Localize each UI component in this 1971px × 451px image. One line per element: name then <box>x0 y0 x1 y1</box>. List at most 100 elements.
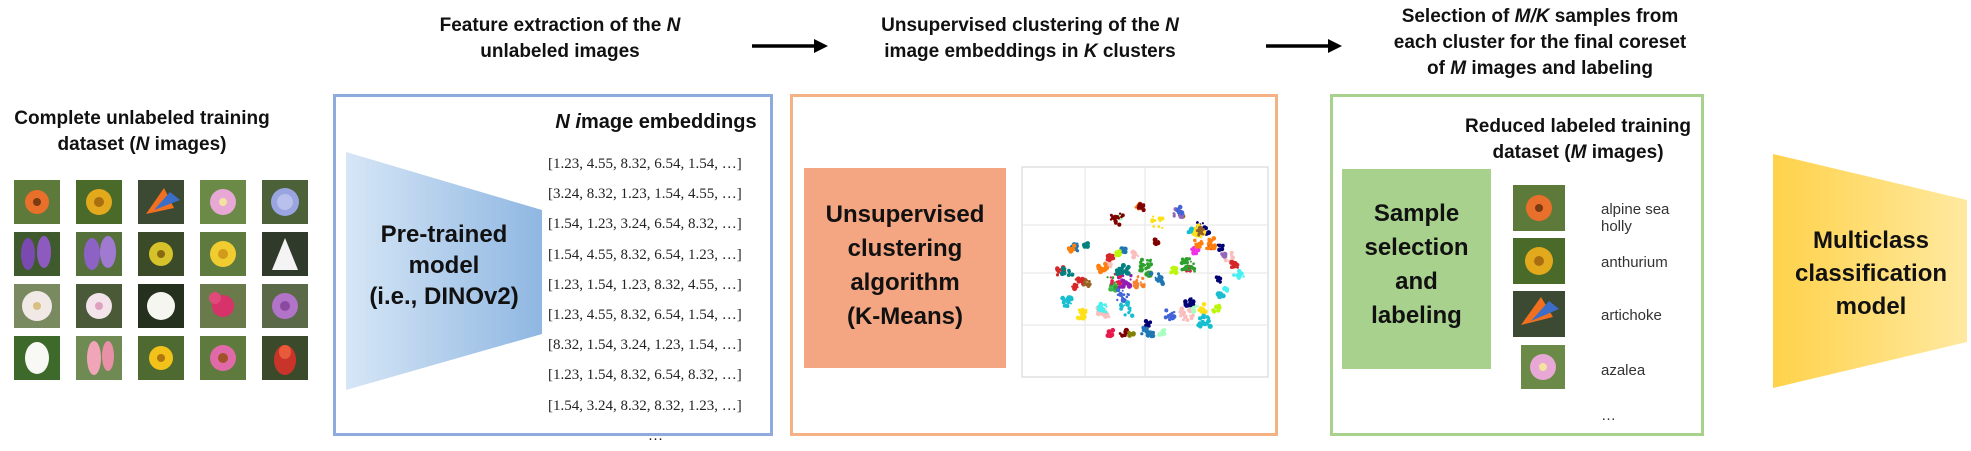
step3-var-m: M <box>1450 58 1467 79</box>
scatter-point <box>1194 244 1200 249</box>
scatter-point <box>1121 289 1124 292</box>
flower-image <box>200 336 246 380</box>
scatter-point <box>1202 309 1208 315</box>
scatter-point <box>1157 216 1162 221</box>
scatter-point <box>1191 251 1194 254</box>
scatter-point <box>1138 264 1144 269</box>
sample-line2: selection <box>1364 234 1469 261</box>
scatter-point <box>1217 309 1221 313</box>
scatter-point <box>1229 250 1234 255</box>
scatter-point <box>1066 299 1071 305</box>
reduced-title-line1: Reduced labeled training <box>1465 116 1691 137</box>
scatter-point <box>1126 264 1131 270</box>
scatter-point <box>1173 310 1176 314</box>
scatter-point <box>1148 259 1152 263</box>
scatter-point <box>1101 312 1106 317</box>
dataset-caption-post: images) <box>149 134 227 155</box>
embedding-row: [1.23, 4.55, 8.32, 6.54, 1.54, …] <box>548 307 742 324</box>
flower-grid-svg <box>14 180 308 380</box>
pretrained-model-label: Pre-trained model (i.e., DINOv2) <box>346 219 542 312</box>
scatter-point <box>1199 309 1204 314</box>
scatter-point <box>1197 228 1200 231</box>
scatter-point <box>1114 250 1119 255</box>
scatter-point <box>1074 284 1078 288</box>
scatter-point <box>1140 257 1144 262</box>
scatter-point <box>1217 247 1222 252</box>
scatter-point <box>1212 243 1218 248</box>
scatter-point <box>1223 254 1227 257</box>
scatter-point <box>1077 308 1081 312</box>
scatter-point <box>1103 303 1107 307</box>
flower-image <box>262 336 308 380</box>
scatter-point <box>1068 295 1074 301</box>
scatter-point <box>1157 225 1161 228</box>
sample-line3: and <box>1395 268 1438 295</box>
scatter-point <box>1109 289 1112 292</box>
scatter-point <box>1137 274 1140 277</box>
scatter-point <box>1136 254 1140 258</box>
flower-image <box>200 284 246 328</box>
scatter-point <box>1197 316 1203 321</box>
sample-selection-label: Sample selection and labeling <box>1342 169 1491 333</box>
scatter-point <box>1123 304 1126 307</box>
scatter-point <box>1121 213 1125 218</box>
step3-pre: Selection of <box>1401 6 1515 27</box>
step3-line2: each cluster for the final coreset <box>1393 32 1687 53</box>
scatter-point <box>1108 262 1113 267</box>
scatter-point <box>1117 280 1122 286</box>
scatter-point <box>1157 274 1163 280</box>
reduced-var-m: M <box>1570 142 1587 163</box>
scatter-point <box>1121 248 1125 251</box>
scatter-point <box>1123 329 1128 335</box>
scatter-point <box>1215 276 1220 280</box>
scatter-point <box>1207 240 1213 245</box>
scatter-point <box>1201 313 1206 318</box>
scatter-point <box>1188 301 1191 304</box>
scatter-point <box>1198 245 1202 249</box>
scatter-point <box>1069 302 1072 305</box>
scatter-point <box>1134 281 1140 287</box>
dataset-caption: Complete unlabeled training dataset (N i… <box>0 106 284 158</box>
scatter-point <box>1220 252 1223 255</box>
scatter-point <box>1065 304 1070 308</box>
class-label: alpine sea holly <box>1601 201 1670 235</box>
scatter-point <box>1059 271 1065 277</box>
sample-selection-block: Sample selection and labeling <box>1342 169 1491 369</box>
scatter-point <box>1127 330 1131 335</box>
step3-line3-post: images and labeling <box>1466 58 1653 79</box>
scatter-point <box>1077 317 1082 321</box>
flower-image <box>262 232 308 276</box>
flower-image <box>138 180 184 224</box>
step3-line3-pre: of <box>1427 58 1451 79</box>
algo-line1: Unsupervised <box>825 201 985 228</box>
scatter-point <box>1181 313 1185 317</box>
scatter-point <box>1207 316 1211 320</box>
embedding-row: [1.54, 4.55, 8.32, 6.54, 1.23, …] <box>548 246 742 263</box>
embedding-row: [3.24, 8.32, 1.23, 1.54, 4.55, …] <box>548 186 742 203</box>
scatter-point <box>1144 264 1147 266</box>
scatter-point <box>1083 315 1087 320</box>
scatter-point <box>1125 295 1129 299</box>
scatter-point <box>1192 262 1195 265</box>
scatter-point <box>1119 303 1123 308</box>
scatter-point <box>1229 265 1234 269</box>
clustering-box: Unsupervised clustering algorithm (K-Mea… <box>790 94 1278 436</box>
scatter-point <box>1119 307 1123 311</box>
scatter-point <box>1193 270 1196 273</box>
scatter-point <box>1149 333 1155 339</box>
scatter-point <box>1229 260 1234 264</box>
scatter-point <box>1184 305 1188 308</box>
scatter-point <box>1114 268 1119 273</box>
cluster-scatter-plot <box>1021 166 1269 378</box>
scatter-point <box>1141 276 1145 280</box>
scatter-point <box>1179 306 1185 312</box>
scatter-point <box>1134 205 1138 209</box>
scatter-point <box>1135 278 1139 282</box>
scatter-point <box>1214 304 1219 310</box>
scatter-point <box>1218 280 1222 284</box>
step2-pre: Unsupervised clustering of the <box>881 15 1166 36</box>
scatter-point <box>1140 267 1144 271</box>
scatter-point <box>1109 276 1112 279</box>
scatter-point <box>1144 266 1148 271</box>
flower-grid <box>14 180 314 410</box>
